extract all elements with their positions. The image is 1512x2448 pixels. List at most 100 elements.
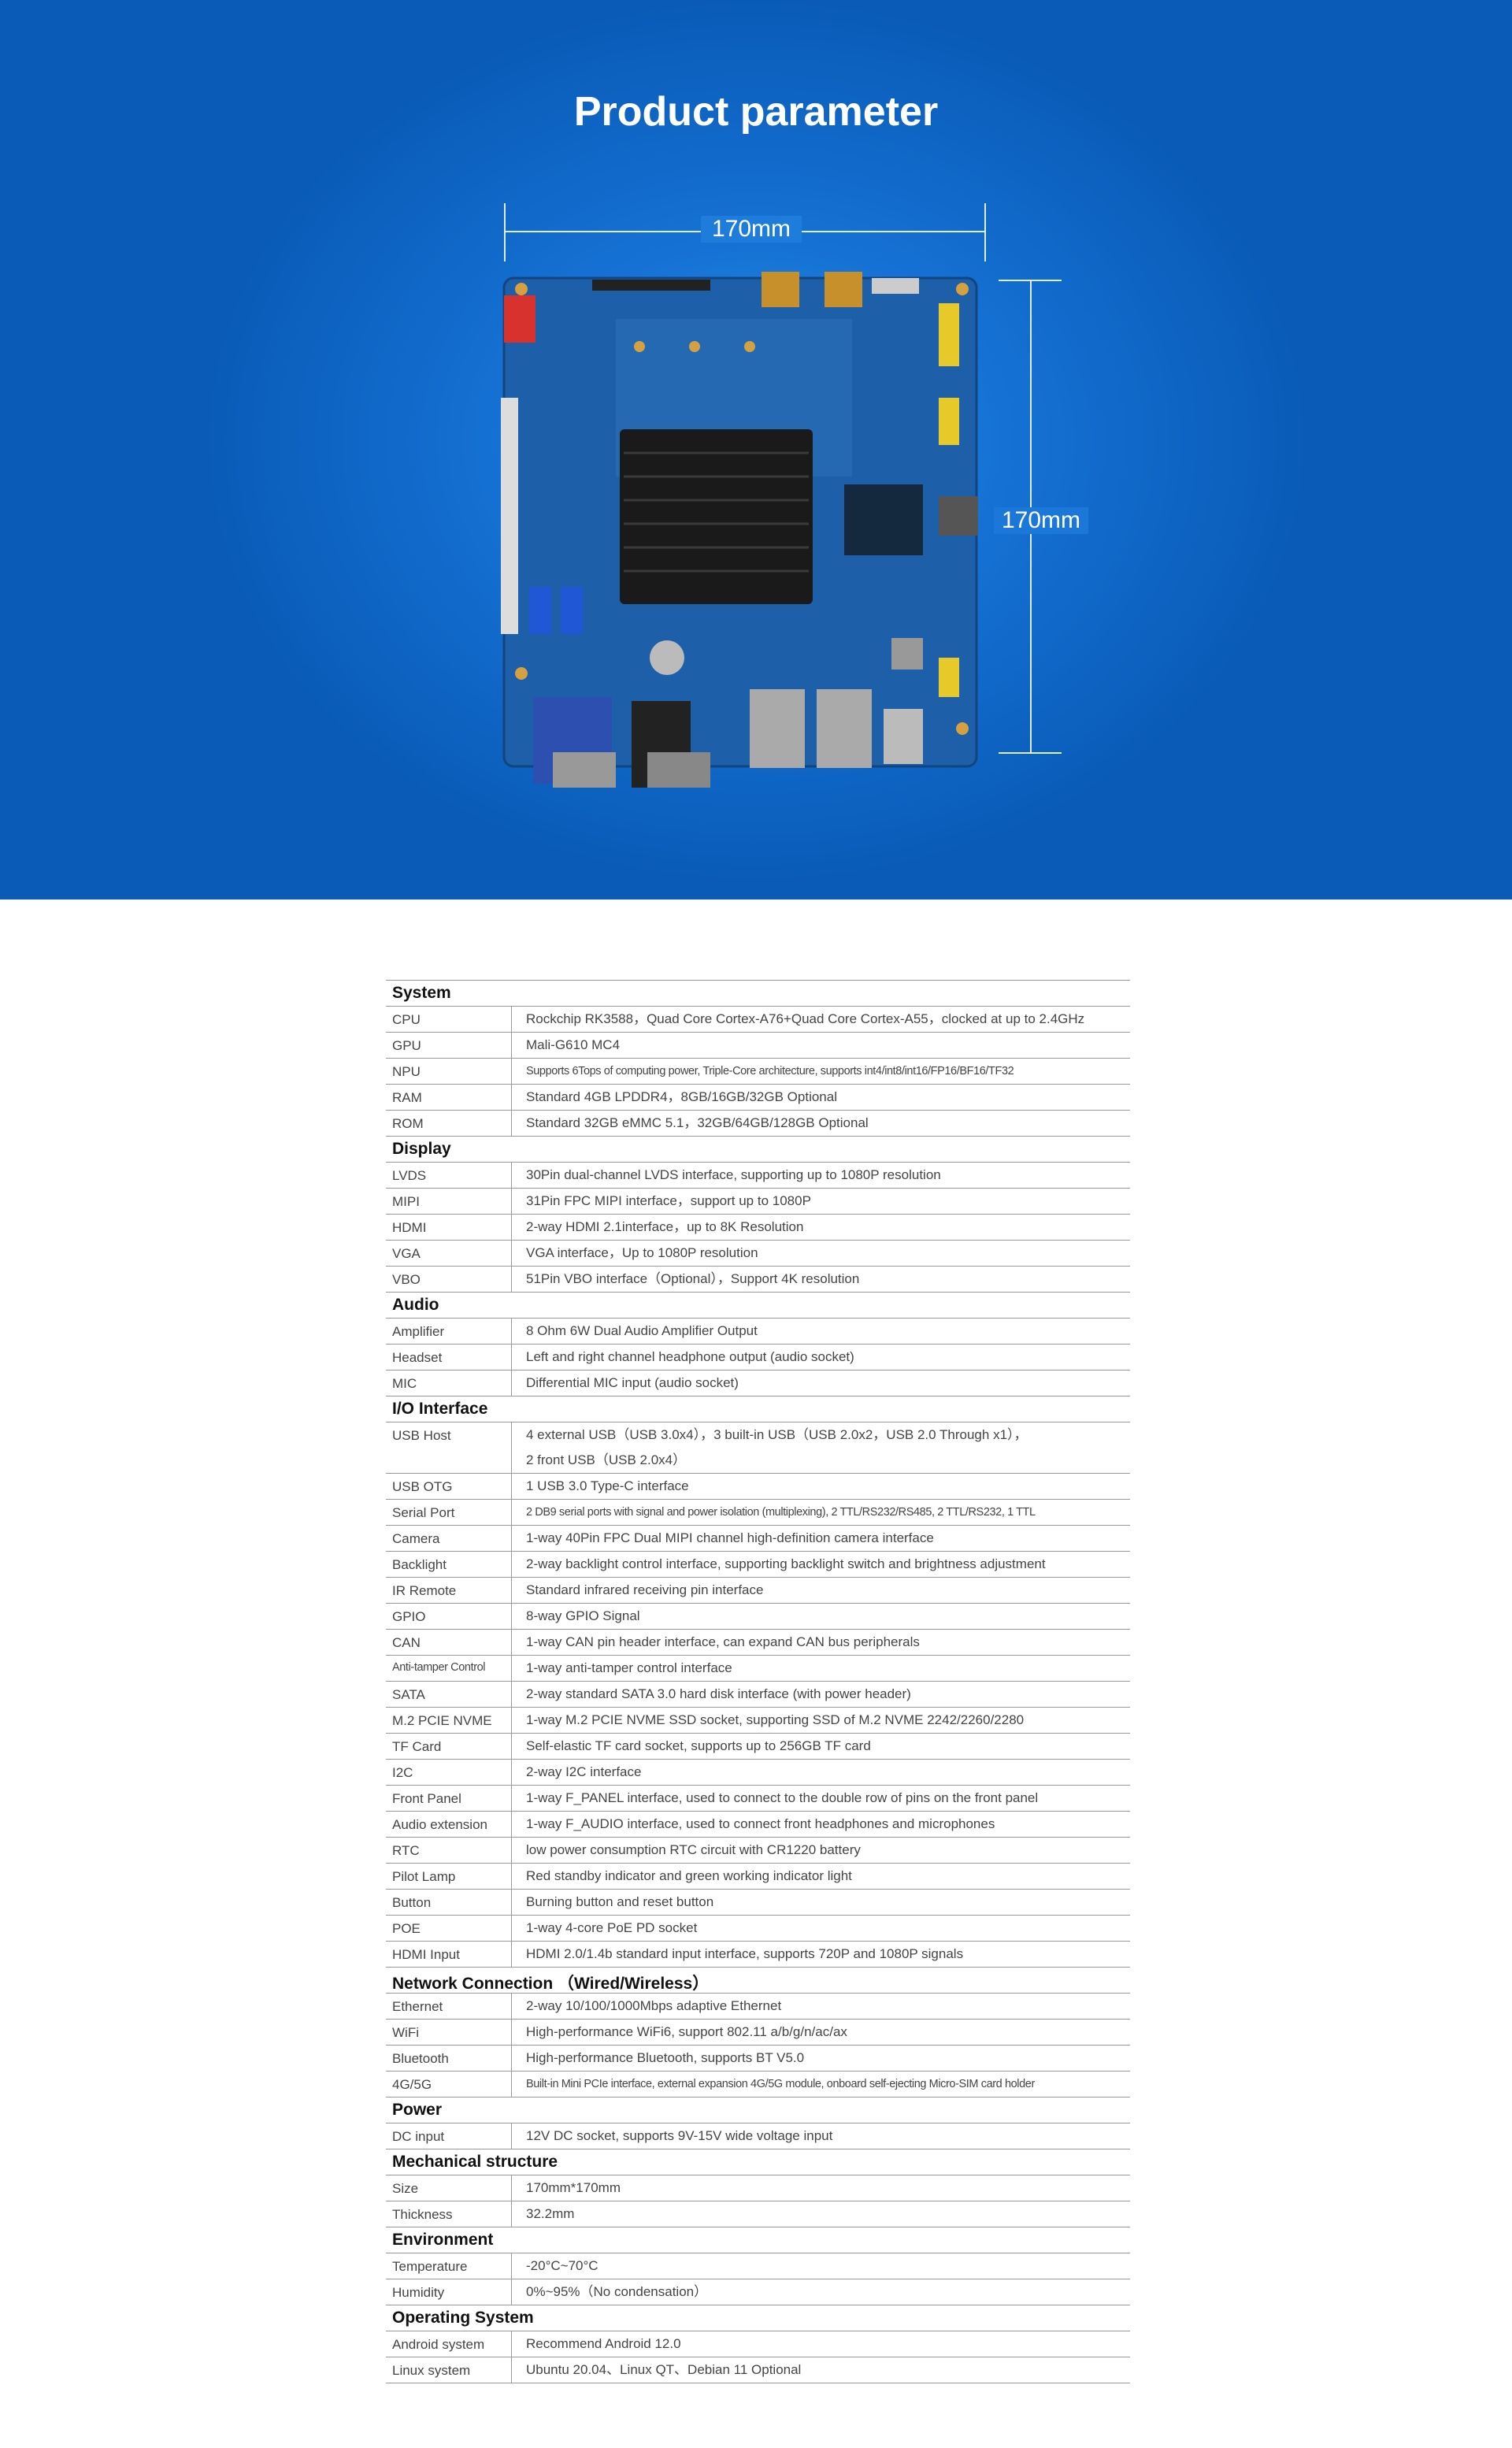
spec-value: 30Pin dual-channel LVDS interface, suppo… [512,1157,1130,1188]
spec-label: WiFi [386,2020,512,2045]
spec-value-line: 2-way 10/100/1000Mbps adaptive Ethernet [526,1998,782,2013]
spec-value: 0%~95%（No condensation） [512,2274,1130,2305]
spec-value-line: Ubuntu 20.04、Linux QT、Debian 11 Optional [526,2362,802,2377]
table-row: Temperature -20°C~70°C [386,2253,1130,2279]
spec-value: High-performance WiFi6, support 802.11 a… [512,2014,1130,2045]
spec-label: VBO [386,1267,512,1292]
spec-label: RAM [386,1085,512,1110]
spec-value: -20°C~70°C [512,2248,1130,2279]
spec-value-line: 1-way F_AUDIO interface, used to connect… [526,1816,995,1831]
spec-value-line: 2-way I2C interface [526,1764,642,1779]
table-row: GPU Mali-G610 MC4 [386,1033,1130,1059]
spec-value-line: Burning button and reset button [526,1894,714,1909]
spec-value: 1-way 40Pin FPC Dual MIPI channel high-d… [512,1520,1130,1551]
spec-value: low power consumption RTC circuit with C… [512,1832,1130,1863]
spec-label: Button [386,1890,512,1915]
section-header: Audio [386,1292,1130,1319]
spec-value-line: High-performance Bluetooth, supports BT … [526,2050,805,2065]
spec-value-line: 1-way anti-tamper control interface [526,1660,732,1675]
table-row: LVDS 30Pin dual-channel LVDS interface, s… [386,1163,1130,1189]
dimension-tick [984,203,986,261]
spec-value: VGA interface，Up to 1080P resolution [512,1235,1130,1266]
dimension-tick [999,752,1062,754]
dimension-tick [504,203,506,261]
spec-value-line: 2-way backlight control interface, suppo… [526,1556,1046,1571]
spec-label: Temperature [386,2253,512,2279]
table-row: USB Host 4 external USB（USB 3.0x4），3 buil… [386,1422,1130,1474]
spec-value-line: Standard 4GB LPDDR4，8GB/16GB/32GB Option… [526,1089,837,1104]
table-row: Amplifier 8 Ohm 6W Dual Audio Amplifier O… [386,1319,1130,1345]
spec-label: Android system [386,2331,512,2357]
spec-value: 8 Ohm 6W Dual Audio Amplifier Output [512,1313,1130,1344]
spec-value-line: 1-way F_PANEL interface, used to connect… [526,1790,1039,1805]
spec-label: Bluetooth [386,2046,512,2071]
section-header: Network Connection （Wired/Wireless） [386,1967,1130,1994]
table-row: I2C 2-way I2C interface [386,1760,1130,1786]
spec-label: GPU [386,1033,512,1058]
spec-value: Left and right channel headphone output … [512,1339,1130,1370]
spec-value-line: Red standby indicator and green working … [526,1868,852,1883]
spec-value: Standard 32GB eMMC 5.1，32GB/64GB/128GB O… [512,1105,1130,1136]
table-row: Pilot Lamp Red standby indicator and gree… [386,1864,1130,1890]
spec-label: Serial Port [386,1500,512,1525]
spec-label: Amplifier [386,1319,512,1344]
spec-value-line: 4 external USB（USB 3.0x4），3 built-in USB… [526,1427,1028,1442]
spec-value: 1-way 4-core PoE PD socket [512,1910,1130,1941]
spec-value: 2-way standard SATA 3.0 hard disk interf… [512,1676,1130,1707]
spec-value: 31Pin FPC MIPI interface，support up to 1… [512,1183,1130,1214]
section-header: I/O Interface [386,1396,1130,1422]
spec-value-line: 2 DB9 serial ports with signal and power… [526,1506,1036,1519]
spec-label: LVDS [386,1163,512,1188]
spec-value: Rockchip RK3588，Quad Core Cortex-A76+Qua… [512,1001,1130,1032]
spec-value: Burning button and reset button [512,1884,1130,1915]
spec-label: Pilot Lamp [386,1864,512,1889]
spec-label: VGA [386,1241,512,1266]
spec-label: HDMI [386,1215,512,1240]
spec-value-line: Standard infrared receiving pin interfac… [526,1582,764,1597]
spec-value-line: Supports 6Tops of computing power, Tripl… [526,1065,1014,1077]
section-header: Environment [386,2227,1130,2253]
page-title: Product parameter [573,89,939,135]
spec-value: 4 external USB（USB 3.0x4），3 built-in USB… [512,1417,1130,1473]
spec-value-line: 8 Ohm 6W Dual Audio Amplifier Output [526,1323,758,1338]
spec-value: 170mm*170mm [512,2170,1130,2201]
spec-value-line: Mali-G610 MC4 [526,1037,621,1052]
spec-label: USB Host [386,1422,512,1473]
spec-value-line: -20°C~70°C [526,2258,598,2273]
spec-label: Backlight [386,1552,512,1577]
section-header: Power [386,2097,1130,2123]
spec-label: SATA [386,1682,512,1707]
height-label: 170mm [994,507,1089,534]
spec-label: Audio extension [386,1812,512,1837]
spec-label: ROM [386,1111,512,1136]
spec-value: Red standby indicator and green working … [512,1858,1130,1889]
spec-label: TF Card [386,1734,512,1759]
spec-label: DC input [386,2123,512,2149]
spec-label: I2C [386,1760,512,1785]
spec-value: 1-way F_AUDIO interface, used to connect… [512,1806,1130,1837]
spec-label: 4G/5G [386,2072,512,2097]
spec-value-line: 30Pin dual-channel LVDS interface, suppo… [526,1167,941,1182]
section-header: Mechanical structure [386,2149,1130,2175]
spec-label: MIC [386,1371,512,1396]
spec-value-line: 1-way M.2 PCIE NVME SSD socket, supporti… [526,1712,1025,1727]
